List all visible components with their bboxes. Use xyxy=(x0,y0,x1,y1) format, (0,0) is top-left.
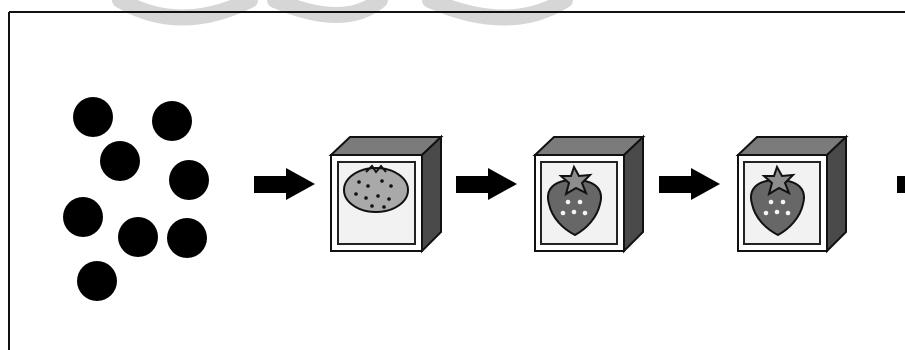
arrow-3 xyxy=(659,168,720,200)
particle-dot xyxy=(77,261,117,301)
strawberry-icon xyxy=(750,164,805,237)
particle-dot xyxy=(118,217,158,257)
arrow-1 xyxy=(254,168,315,200)
arrow-2 xyxy=(456,168,517,200)
particle-dot xyxy=(63,197,103,237)
particle-dot xyxy=(167,218,207,258)
stage-cube-2 xyxy=(532,134,646,254)
arrow-4 xyxy=(897,176,905,193)
particle-dot xyxy=(152,101,192,141)
particle-dot xyxy=(100,141,140,181)
particle-dot xyxy=(169,160,209,200)
diagram-frame xyxy=(8,11,905,350)
watermark xyxy=(112,0,573,26)
particle-dot xyxy=(73,97,113,137)
round-fruit-icon xyxy=(343,164,409,213)
input-particles xyxy=(63,97,209,301)
stage-cube-1 xyxy=(328,134,444,254)
strawberry-icon xyxy=(547,164,602,237)
stage-cube-3 xyxy=(735,134,849,254)
